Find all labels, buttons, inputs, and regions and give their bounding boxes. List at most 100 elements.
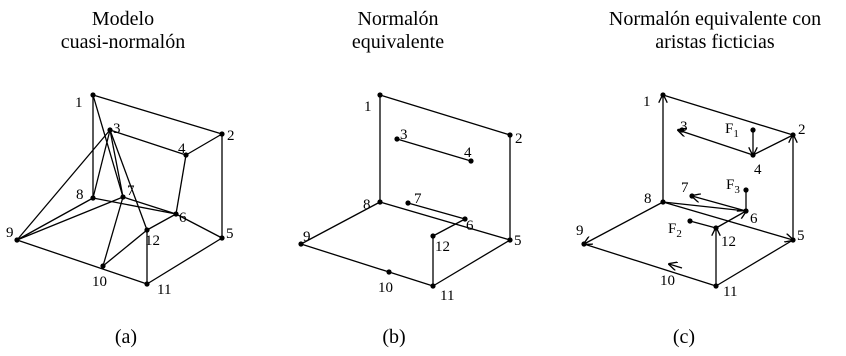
vertex-4 [750, 152, 756, 158]
edge-12-6 [432, 218, 466, 237]
vertex-5 [219, 235, 225, 241]
label-11: 11 [723, 284, 737, 300]
vertex-f3 [743, 187, 749, 193]
vertex-12 [430, 233, 436, 239]
label-8: 8 [76, 187, 84, 203]
label-10: 10 [92, 274, 107, 290]
panel-c-vertices [581, 92, 796, 289]
vertex-2 [219, 131, 225, 137]
face-label-f3-base: F [726, 177, 734, 193]
edge-12-6 [715, 211, 746, 229]
vertex-5 [790, 237, 796, 243]
label-1: 1 [364, 99, 372, 115]
label-10: 10 [378, 280, 393, 296]
label-5: 5 [797, 228, 805, 244]
label-10: 10 [660, 273, 675, 289]
face-label-f3: F3 [726, 177, 740, 196]
vertex-5 [507, 237, 513, 243]
panel-a-labels: 1 3 4 2 8 7 6 9 12 5 10 11 [6, 95, 235, 298]
edge-8-6 [662, 201, 747, 212]
edge-2-4 [185, 133, 223, 156]
label-6: 6 [466, 218, 474, 234]
edge-11-5 [146, 237, 223, 285]
vertex-12 [713, 225, 719, 231]
label-7: 7 [681, 180, 689, 196]
label-8: 8 [644, 191, 652, 207]
edge-3-9 [16, 129, 111, 241]
edge-3-4 [396, 138, 472, 162]
edge-7-10 [102, 196, 124, 267]
vertex-2 [790, 132, 796, 138]
vertex-4 [468, 158, 474, 164]
label-3: 3 [680, 119, 688, 135]
edge-4-2 [752, 134, 794, 156]
edge-3-7 [109, 129, 124, 198]
vertex-10 [386, 269, 392, 275]
panel-b-graph: 1 3 4 2 8 7 6 9 12 5 10 11 [298, 92, 523, 304]
label-11: 11 [157, 282, 171, 298]
label-2: 2 [798, 122, 806, 138]
vertex-1 [90, 92, 96, 98]
panel-b-labels: 1 3 4 2 8 7 6 9 12 5 10 11 [303, 99, 523, 304]
vertex-3 [394, 136, 400, 142]
face-label-f1: F1 [725, 121, 739, 140]
edge-11-5 [432, 239, 511, 287]
edge-8-5 [379, 201, 511, 241]
label-12: 12 [435, 239, 450, 255]
edge-4-3 [678, 130, 754, 156]
vertex-1 [377, 92, 383, 98]
edge-6-12 [146, 213, 177, 231]
edge-8-9 [300, 201, 381, 245]
label-12: 12 [145, 233, 160, 249]
edge-7-6 [407, 202, 466, 220]
label-11: 11 [440, 288, 454, 304]
edge-f2-12 [689, 220, 717, 229]
panel-a-edges [16, 94, 223, 285]
edge-6-5 [175, 213, 223, 239]
vertex-6 [462, 216, 468, 222]
label-4: 4 [464, 145, 472, 161]
vertex-7 [405, 200, 411, 206]
label-2: 2 [515, 131, 523, 147]
vertex-6 [743, 208, 749, 214]
label-12: 12 [721, 234, 736, 250]
panel-b-edges [300, 94, 511, 287]
face-label-f2: F2 [668, 221, 682, 240]
edge-10-arrow [669, 264, 683, 268]
panel-a-caption: (a) [114, 326, 138, 348]
vertex-11 [144, 281, 150, 287]
vertex-9 [14, 237, 20, 243]
panel-a-title-line-2: cuasi-normalón [60, 31, 186, 53]
panel-b-title: Normalón equivalente [318, 8, 478, 54]
vertex-11 [430, 283, 436, 289]
edge-1-2 [662, 94, 794, 136]
panel-b-vertices [298, 92, 513, 289]
panel-a-graph: 1 3 4 2 8 7 6 9 12 5 10 11 [6, 92, 235, 298]
face-label-f3-sub: 3 [734, 184, 740, 196]
edge-1-2 [92, 94, 223, 135]
edge-11-5 [715, 239, 794, 287]
edge-9-11 [16, 239, 148, 285]
edge-3-12 [109, 129, 148, 231]
panel-a-title: Modelo cuasi-normalón [28, 8, 218, 54]
edge-4-6 [175, 154, 187, 215]
label-5: 5 [226, 226, 234, 242]
edge-7-9 [16, 196, 124, 241]
edge-8-6 [92, 197, 177, 215]
label-3: 3 [113, 121, 121, 137]
vertex-f2 [687, 218, 693, 224]
edge-8-9 [16, 197, 94, 241]
vertex-12 [144, 227, 150, 233]
label-2: 2 [227, 128, 235, 144]
vertex-9 [581, 241, 587, 247]
vertex-7 [120, 194, 126, 200]
panel-c-labels: 1 3 4 2 8 7 6 9 12 5 10 11 F1 F3 F2 [576, 94, 806, 300]
edge-7-6 [122, 196, 177, 215]
vertex-f1 [750, 127, 756, 133]
label-6: 6 [179, 210, 187, 226]
vertex-11 [713, 283, 719, 289]
panel-c-caption: (c) [672, 326, 696, 348]
panel-a-title-line-1: Modelo [91, 8, 155, 30]
edge-12-10 [102, 229, 148, 267]
